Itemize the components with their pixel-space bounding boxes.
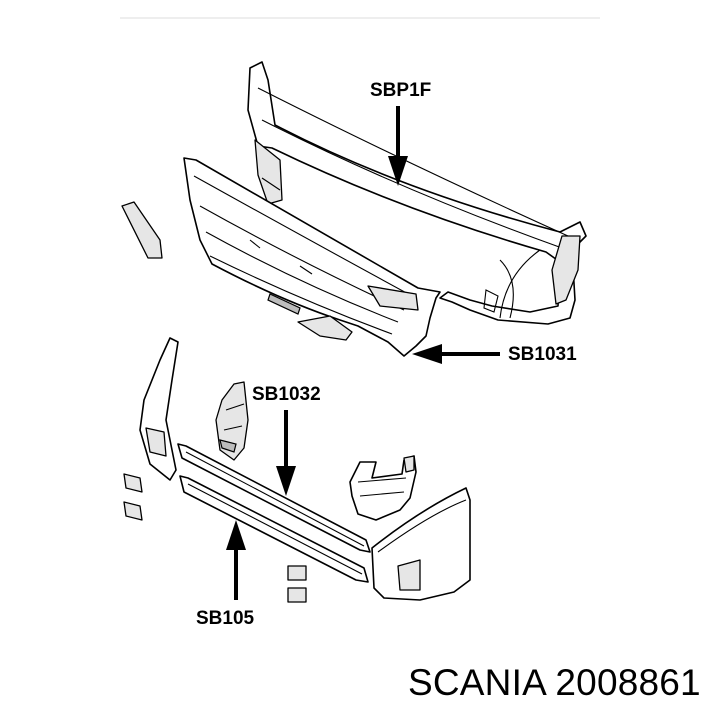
arrow-sb1032 [276, 410, 296, 496]
side-clip-upper [121, 201, 163, 259]
part-number-caption: SCANIA 2008861 [408, 662, 701, 703]
bumper-bar-sb105 [179, 475, 369, 583]
inserts-left [123, 473, 143, 521]
right-bumper-corner [371, 487, 471, 601]
arrow-sb105 [226, 520, 246, 600]
arrow-sbp1f [388, 106, 408, 186]
left-bumper-corner [139, 337, 179, 481]
label-sb1031: SB1031 [508, 344, 577, 365]
arrow-sb1031 [412, 344, 500, 364]
bracket-sb1032 [215, 381, 249, 461]
bumper-bar-upper [177, 443, 371, 553]
grille-panel-sb1031 [183, 157, 441, 357]
right-inner-bracket [349, 455, 417, 521]
upper-frame-sbp1f [247, 61, 587, 325]
inserts-middle [287, 565, 307, 603]
label-sb1032: SB1032 [252, 384, 321, 405]
label-sb105: SB105 [196, 608, 255, 629]
label-sbp1f: SBP1F [370, 80, 432, 101]
